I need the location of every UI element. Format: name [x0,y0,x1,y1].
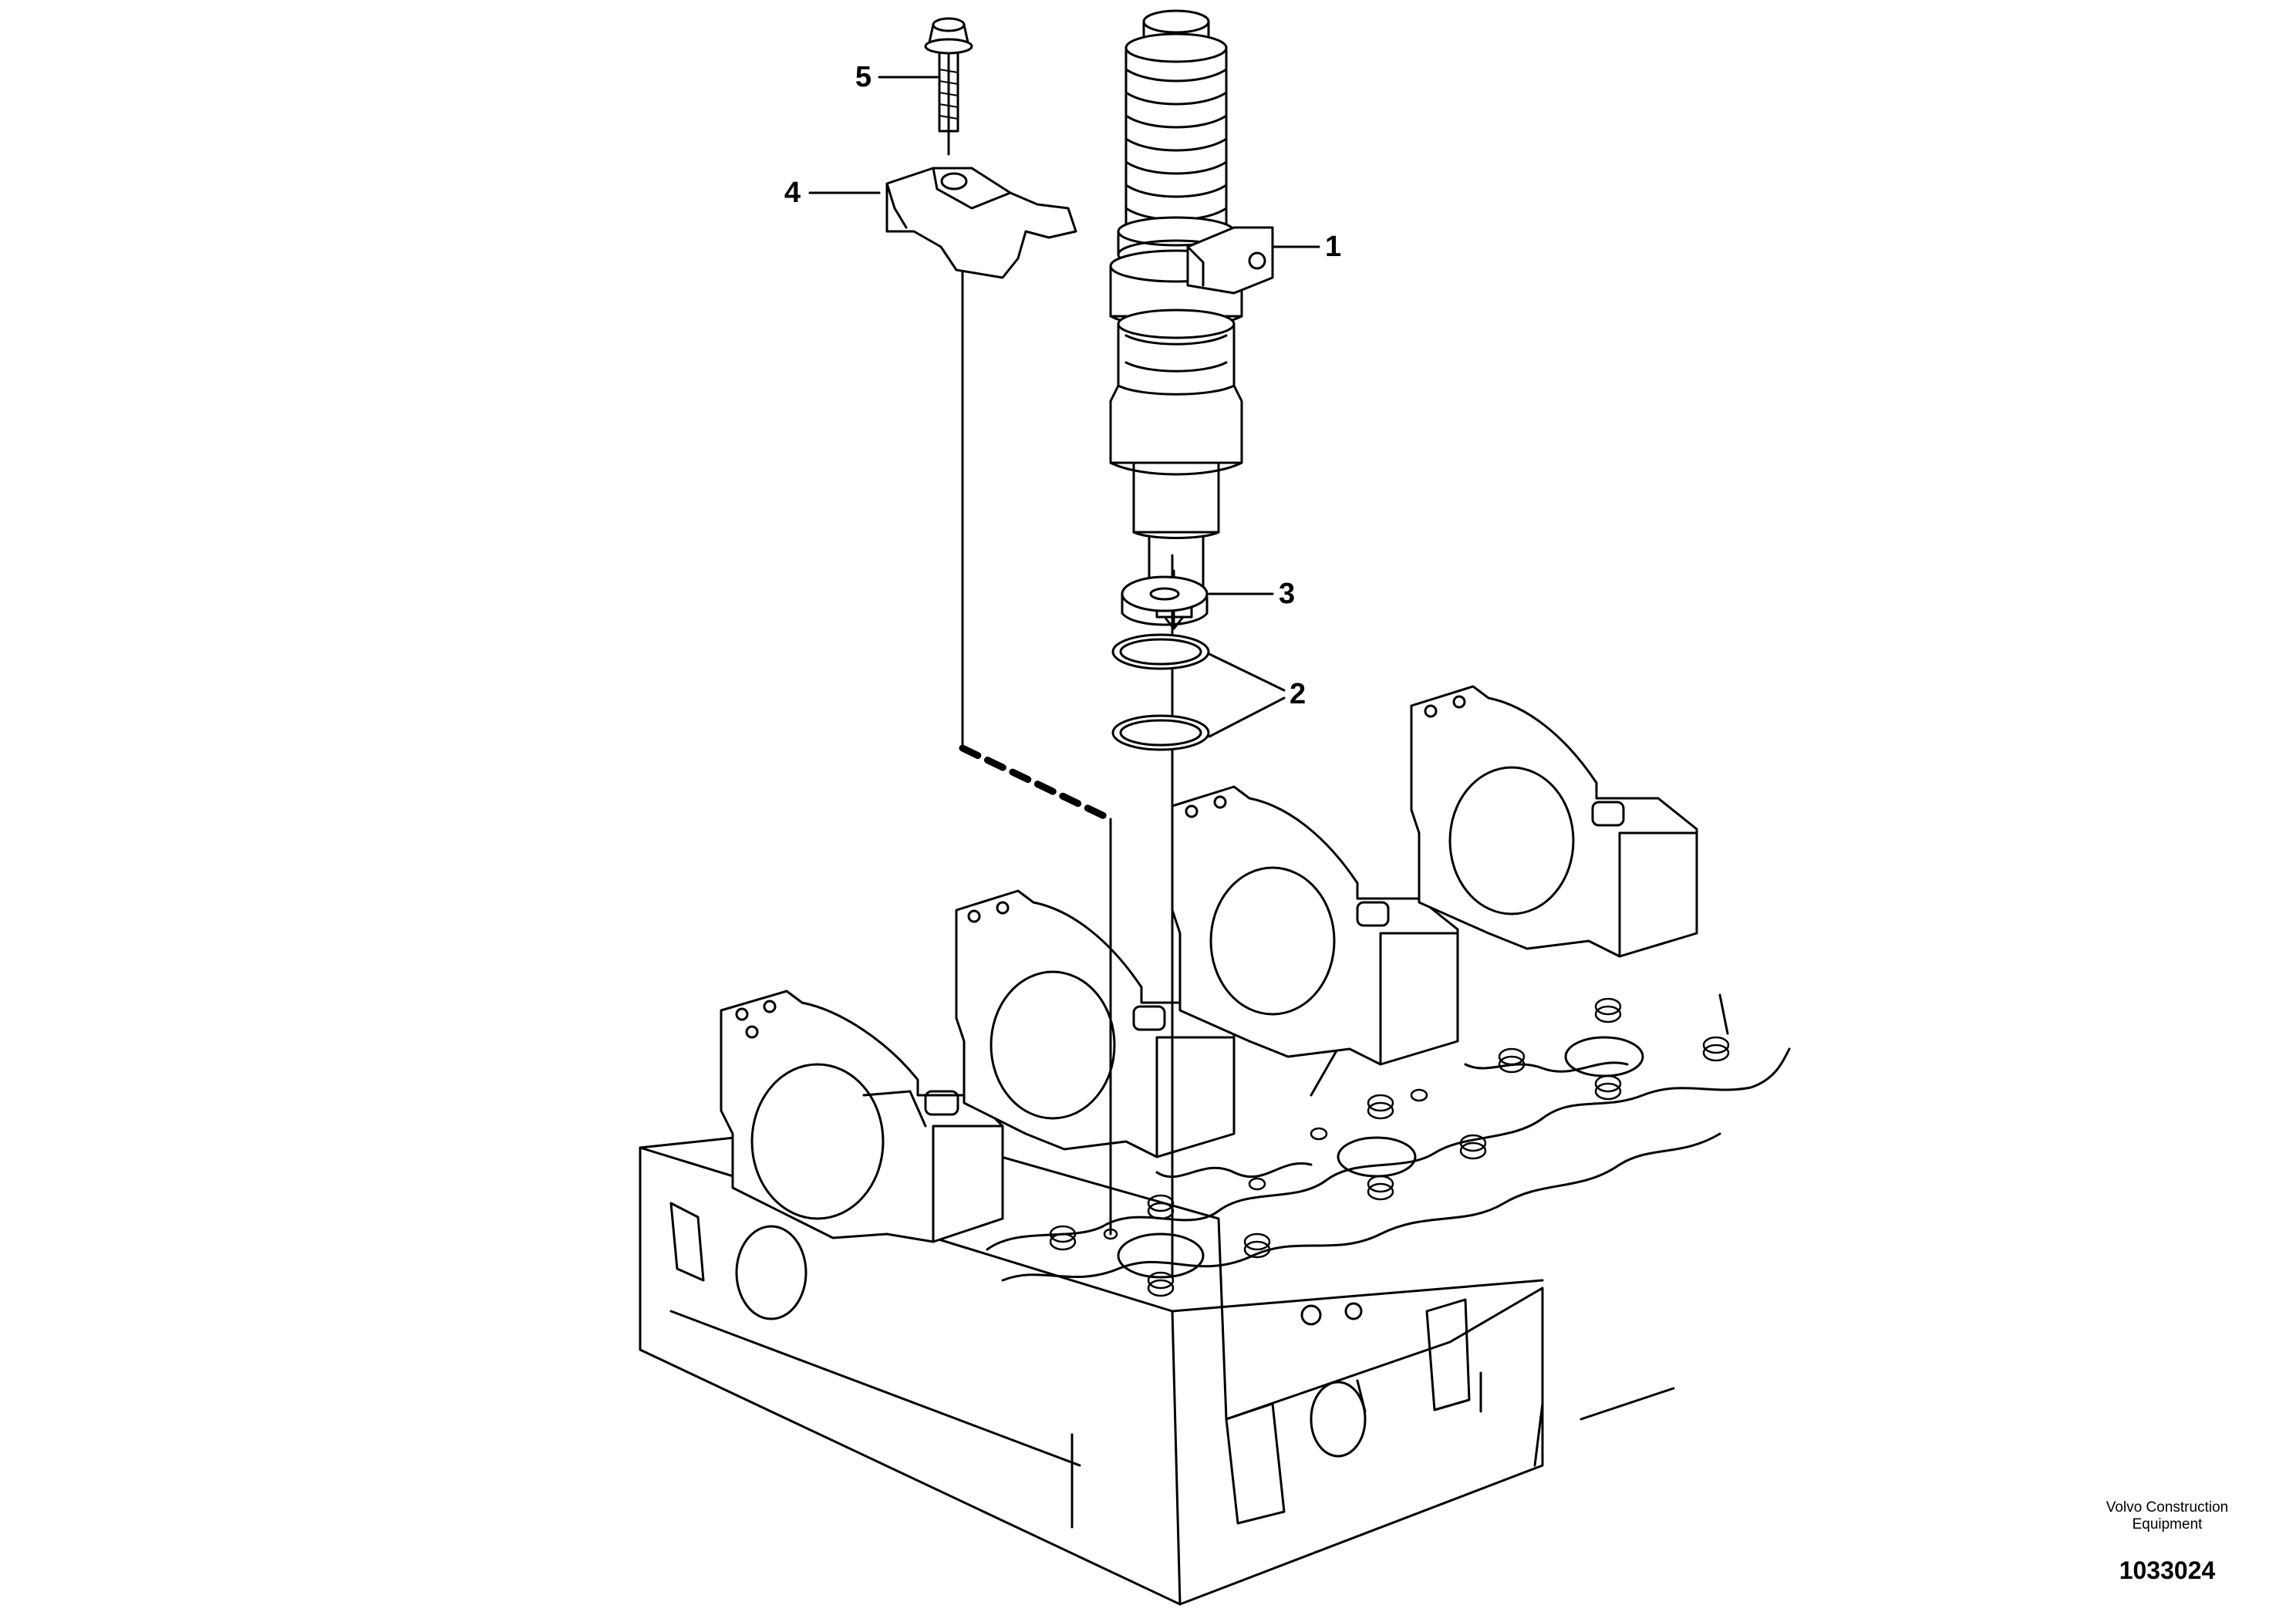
callout-1: 1 [1325,231,1341,263]
o-rings [1111,633,1210,751]
bearing-cap-3 [1171,785,1459,1066]
manufacturer-label: Volvo Construction Equipment [2106,1499,2229,1533]
bearing-cap-1 [720,990,1004,1243]
callout-5: 5 [855,61,872,93]
callout-2: 2 [1290,678,1306,710]
assembly-guide-lines [947,49,1174,1278]
copper-washer [1121,575,1209,626]
bearing-cap-2 [955,889,1236,1158]
callouts: 1 3 2 4 5 [784,61,1341,710]
bearing-cap-4 [1410,685,1698,958]
callout-3: 3 [1279,578,1295,610]
unit-injector [1109,9,1274,630]
head-gasket-outline [986,993,1791,1282]
figure-number: 1033024 [2119,1556,2216,1584]
callout-4: 4 [784,177,801,209]
leader-lines [808,76,1320,738]
deck-studs [1049,997,1730,1297]
flange-bolt [924,17,973,133]
injector-clamp [885,167,1077,279]
